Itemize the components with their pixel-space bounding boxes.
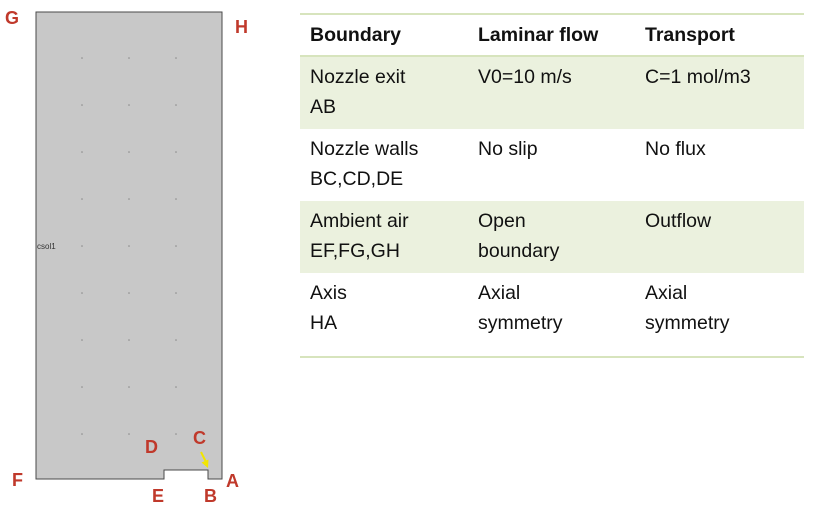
point-label-a: A <box>226 471 239 491</box>
point-label-g: G <box>5 8 19 28</box>
laminar-value: No slip <box>478 138 538 160</box>
transport-value: Axial <box>645 282 688 304</box>
cell-boundary: Ambient air EF,FG,GH <box>300 201 468 273</box>
table-row: Nozzle exit AB V0=10 m/s C=1 mol/m3 <box>300 56 804 129</box>
boundary-segments: AB <box>310 96 337 118</box>
point-label-f: F <box>12 470 23 490</box>
cell-laminar-flow: V0=10 m/s <box>468 56 635 129</box>
geometry-diagram: csol1 G H F E B A D C <box>5 8 248 506</box>
transport-value: No flux <box>645 138 706 160</box>
laminar-value: Axial <box>478 282 521 304</box>
table-row: Axis HA Axial symmetry Axial symmetry <box>300 273 804 357</box>
point-label-e: E <box>152 486 164 506</box>
cell-transport: No flux <box>635 129 804 201</box>
boundary-segments: HA <box>310 312 338 334</box>
cell-transport: Outflow <box>635 201 804 273</box>
table-row: Nozzle walls BC,CD,DE No slip No flux <box>300 129 804 201</box>
cell-transport: Axial symmetry <box>635 273 804 357</box>
mesh-dots-overlay <box>81 57 177 435</box>
boundary-segments: BC,CD,DE <box>310 168 404 190</box>
header-transport: Transport <box>645 24 735 46</box>
boundary-name: Axis <box>310 282 347 304</box>
table-row: Ambient air EF,FG,GH Open boundary Outfl… <box>300 201 804 273</box>
header-laminar-flow: Laminar flow <box>478 24 599 46</box>
transport-value: C=1 mol/m3 <box>645 66 751 88</box>
laminar-value: V0=10 m/s <box>478 66 572 88</box>
transport-value: Outflow <box>645 210 712 232</box>
point-label-h: H <box>235 17 248 37</box>
boundary-conditions-table: Boundary Laminar flow Transport Nozzle e… <box>300 13 804 358</box>
laminar-value-cont: symmetry <box>478 312 563 334</box>
cell-boundary: Nozzle walls BC,CD,DE <box>300 129 468 201</box>
header-boundary: Boundary <box>310 24 402 46</box>
boundary-name: Nozzle walls <box>310 138 419 160</box>
boundary-name: Nozzle exit <box>310 66 406 88</box>
cell-laminar-flow: Open boundary <box>468 201 635 273</box>
laminar-value-cont: boundary <box>478 240 560 262</box>
cell-transport: C=1 mol/m3 <box>635 56 804 129</box>
domain-label: csol1 <box>37 242 56 251</box>
table-header-row: Boundary Laminar flow Transport <box>300 14 804 56</box>
cell-laminar-flow: No slip <box>468 129 635 201</box>
laminar-value: Open <box>478 210 526 232</box>
point-label-c: C <box>193 428 206 448</box>
cell-boundary: Axis HA <box>300 273 468 357</box>
boundary-segments: EF,FG,GH <box>310 240 400 262</box>
point-label-b: B <box>204 486 217 506</box>
point-label-d: D <box>145 437 158 457</box>
cell-boundary: Nozzle exit AB <box>300 56 468 129</box>
yellow-arrow-head <box>201 459 209 468</box>
yellow-arrow-icon <box>200 451 207 463</box>
cell-laminar-flow: Axial symmetry <box>468 273 635 357</box>
boundary-name: Ambient air <box>310 210 409 232</box>
transport-value-cont: symmetry <box>645 312 730 334</box>
